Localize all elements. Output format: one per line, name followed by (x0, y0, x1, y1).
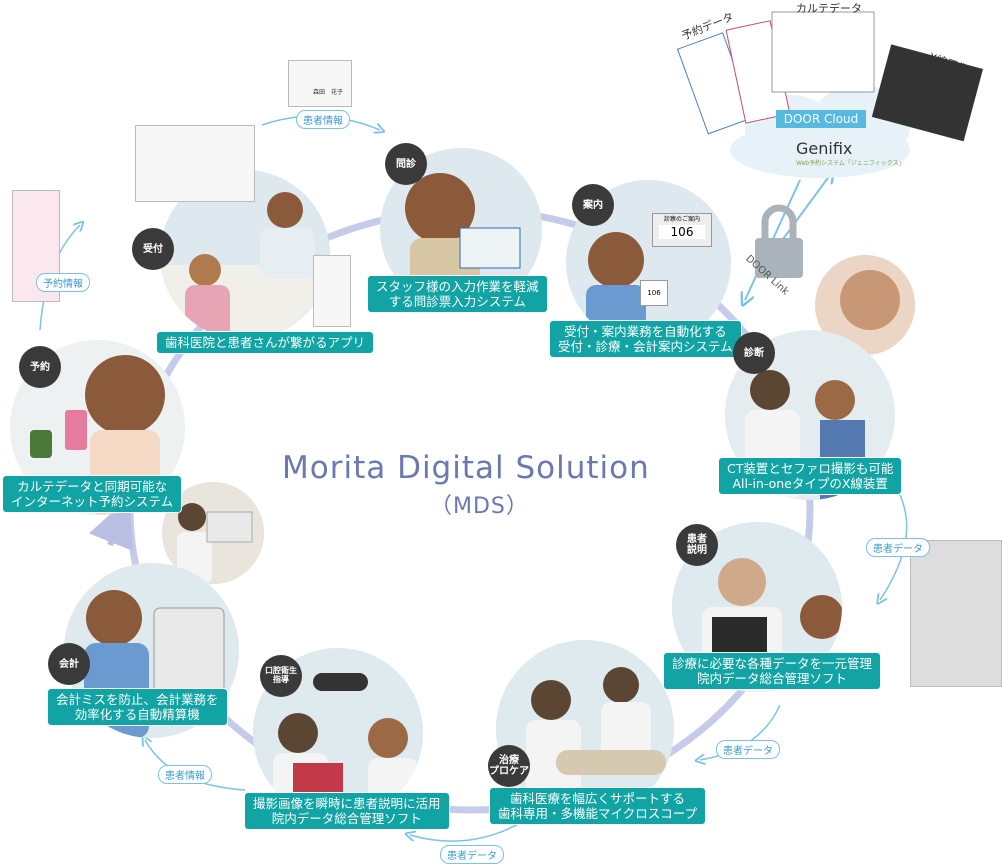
door-cloud-label: DOOR Cloud (776, 110, 866, 128)
doc-label-chart: カルテデータ (796, 0, 862, 16)
genifix-tagline: Web予約システム「ジェニフィックス」 (796, 158, 905, 167)
page-subtitle: （MDS） (430, 488, 529, 520)
genifix-logo: Genifix (796, 139, 852, 158)
page-title: Morita Digital Solution (282, 450, 650, 486)
